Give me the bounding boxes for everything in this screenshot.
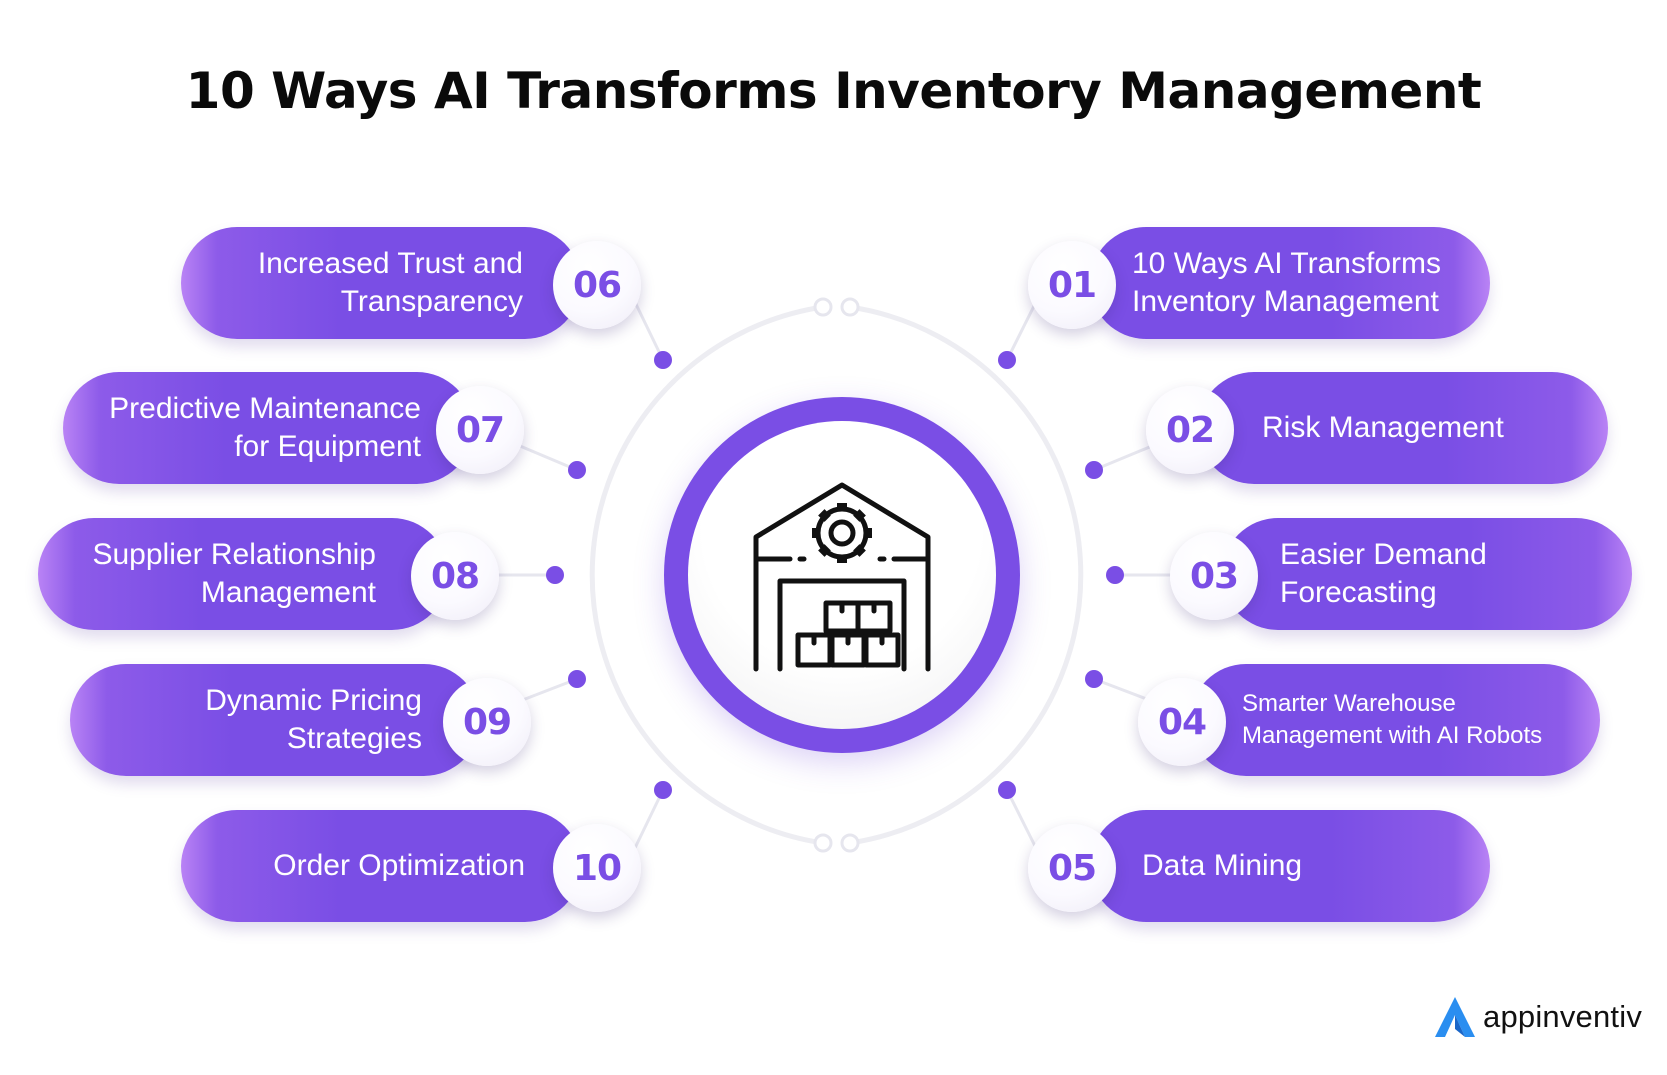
item-03-number: 03 [1170, 532, 1258, 620]
item-04-number: 04 [1138, 678, 1226, 766]
hub-inner-circle [688, 421, 996, 729]
warehouse-gear-icon [753, 482, 931, 672]
item-06-line2: Transparency [340, 285, 523, 318]
central-hub [664, 397, 1020, 753]
item-08-line2: Management [200, 576, 376, 609]
item-03-pill: Easier Demand Forecasting [1222, 518, 1632, 630]
page-title: 10 Ways AI Transforms Inventory Manageme… [185, 62, 1482, 120]
item-09-number: 09 [443, 678, 531, 766]
item-03-line2: Forecasting [1280, 576, 1437, 609]
brand-logo: appinventiv [1433, 995, 1642, 1039]
item-01-pill: 10 Ways AI Transforms Inventory Manageme… [1090, 227, 1490, 339]
item-01-line2: Inventory Management [1132, 285, 1439, 318]
item-02-pill: Risk Management [1198, 372, 1608, 484]
item-04-line1: Smarter Warehouse [1242, 690, 1456, 717]
item-02-line1: Risk Management [1262, 411, 1504, 444]
brand-name: appinventiv [1483, 999, 1643, 1034]
item-10-line1: Order Optimization [273, 849, 525, 882]
item-10-number: 10 [553, 824, 641, 912]
item-08-number: 08 [411, 532, 499, 620]
item-07-line1: Predictive Maintenance [109, 392, 421, 425]
item-08-pill: Supplier Relationship Management [38, 518, 448, 630]
item-07-line2: for Equipment [234, 430, 421, 463]
item-05-number: 05 [1028, 824, 1116, 912]
item-02-number: 02 [1146, 386, 1234, 474]
item-05-pill: Data Mining [1090, 810, 1490, 922]
item-04-line2: Management with AI Robots [1242, 722, 1543, 749]
item-09-line1: Dynamic Pricing [205, 684, 422, 717]
item-08-line1: Supplier Relationship [92, 538, 376, 571]
item-06-line1: Increased Trust and [257, 247, 523, 280]
item-07-number: 07 [436, 386, 524, 474]
item-05-line1: Data Mining [1142, 849, 1303, 882]
item-09-pill: Dynamic Pricing Strategies [70, 664, 480, 776]
item-09-line2: Strategies [286, 722, 422, 755]
item-07-pill: Predictive Maintenance for Equipment [63, 372, 473, 484]
item-06-number: 06 [553, 241, 641, 329]
item-03-line1: Easier Demand [1280, 538, 1487, 571]
appinventiv-logo-icon [1435, 997, 1475, 1037]
item-10-pill: Order Optimization [181, 810, 581, 922]
item-01-number: 01 [1028, 241, 1116, 329]
item-06-pill: Increased Trust and Transparency [181, 227, 581, 339]
item-01-line1: 10 Ways AI Transforms [1132, 247, 1441, 280]
item-04-pill: Smarter Warehouse Management with AI Rob… [1190, 664, 1600, 776]
